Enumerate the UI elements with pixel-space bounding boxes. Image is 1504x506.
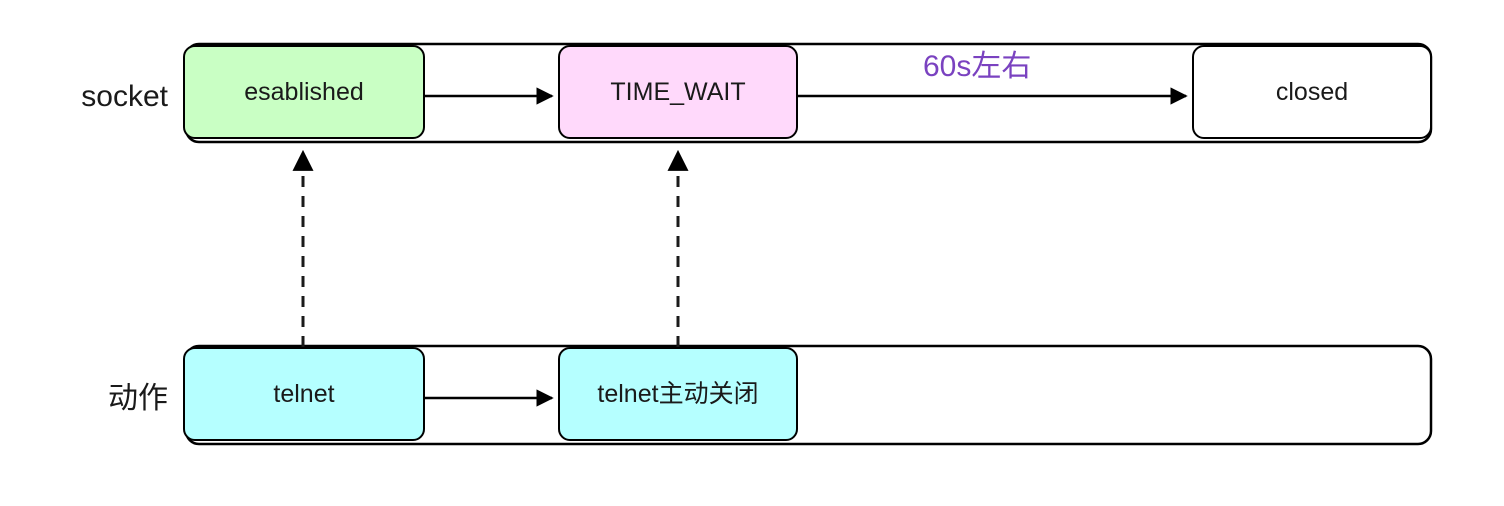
node-time-wait[interactable]: TIME_WAIT bbox=[558, 45, 798, 139]
node-telnet-close[interactable]: telnet主动关闭 bbox=[558, 347, 798, 441]
annotation-duration-note: 60s左右 bbox=[923, 50, 1032, 83]
node-established[interactable]: esablished bbox=[183, 45, 425, 139]
lane-label-socket: socket bbox=[81, 80, 168, 113]
node-telnet[interactable]: telnet bbox=[183, 347, 425, 441]
node-closed[interactable]: closed bbox=[1192, 45, 1432, 139]
lane-label-action: 动作 bbox=[108, 382, 168, 415]
